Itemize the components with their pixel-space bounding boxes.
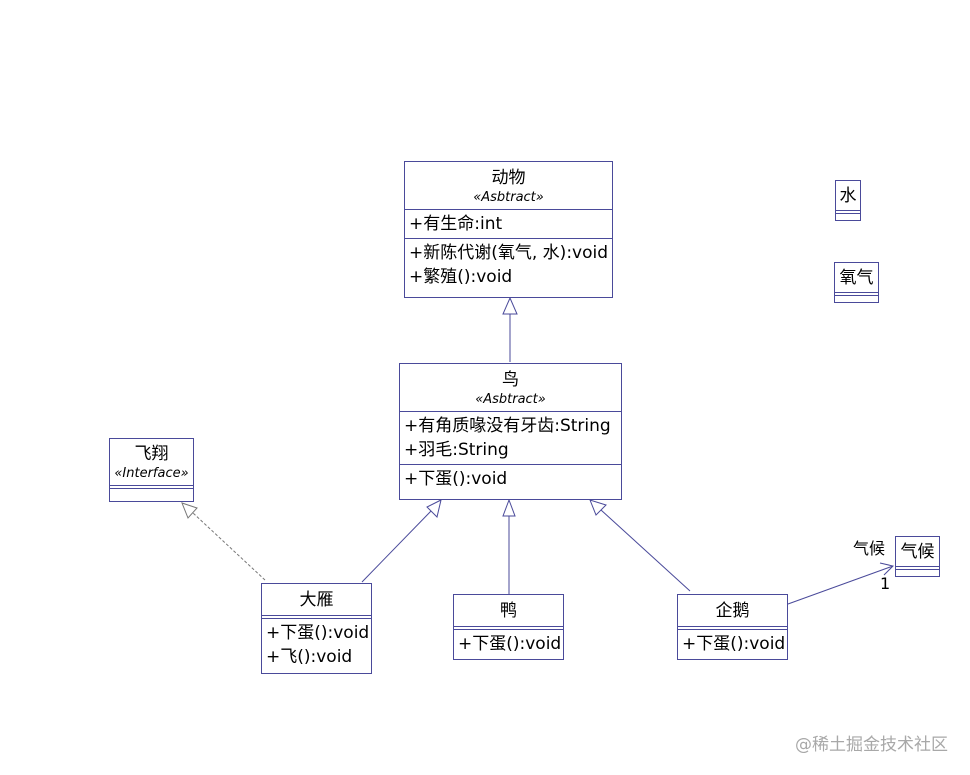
association-penguin-climate <box>787 565 894 605</box>
association-role-label: 气候 <box>853 539 886 558</box>
operation: +繁殖():void <box>409 267 513 287</box>
class-name: 氧气 <box>839 268 874 288</box>
class-oxygen[interactable]: 氧气 <box>834 262 879 303</box>
association-arrowhead <box>879 562 894 576</box>
class-stereotype: «Asbtract» <box>475 392 546 407</box>
generalization-arrowhead <box>502 498 516 517</box>
class-stereotype: «Interface» <box>114 466 189 481</box>
realization-arrowhead <box>181 502 198 519</box>
class-climate[interactable]: 气候 <box>895 536 940 577</box>
generalization-arrowhead <box>426 499 442 518</box>
generalization-arrowhead <box>589 499 607 516</box>
class-animal[interactable]: 动物 «Asbtract» +有生命:int +新陈代谢(氧气, 水):void… <box>404 161 613 298</box>
operation: +飞():void <box>266 647 353 667</box>
attribute: +羽毛:String <box>404 440 509 460</box>
operation: +新陈代谢(氧气, 水):void <box>409 243 609 263</box>
attribute: +有角质喙没有牙齿:String <box>404 416 611 436</box>
class-name: 水 <box>839 186 857 206</box>
attribute: +有生命:int <box>409 214 503 234</box>
class-penguin[interactable]: 企鹅 +下蛋():void <box>677 594 788 660</box>
class-name: 飞翔 <box>134 444 169 464</box>
generalization-goose-bird <box>361 509 433 583</box>
class-name: 企鹅 <box>715 601 750 621</box>
association-multiplicity-label: 1 <box>880 574 891 593</box>
class-duck[interactable]: 鸭 +下蛋():void <box>453 594 564 660</box>
realization-goose-fly <box>192 512 266 581</box>
generalization-penguin-bird <box>600 509 691 592</box>
class-name: 气候 <box>900 542 935 562</box>
class-goose[interactable]: 大雁 +下蛋():void +飞():void <box>261 583 372 674</box>
class-name: 动物 <box>491 168 526 188</box>
class-bird[interactable]: 鸟 «Asbtract» +有角质喙没有牙齿:String +羽毛:String… <box>399 363 622 500</box>
class-name: 鸭 <box>500 601 517 621</box>
watermark: @稀土掘金技术社区 <box>795 735 948 755</box>
interface-fly[interactable]: 飞翔 «Interface» <box>109 438 194 502</box>
operation: +下蛋():void <box>266 623 370 643</box>
generalization-arrowhead <box>502 296 518 315</box>
operation: +下蛋():void <box>458 634 562 654</box>
class-stereotype: «Asbtract» <box>473 190 544 205</box>
operation: +下蛋():void <box>682 634 786 654</box>
operation: +下蛋():void <box>404 469 508 489</box>
class-name: 鸟 <box>502 370 519 390</box>
class-water[interactable]: 水 <box>835 180 861 221</box>
class-name: 大雁 <box>299 590 334 610</box>
